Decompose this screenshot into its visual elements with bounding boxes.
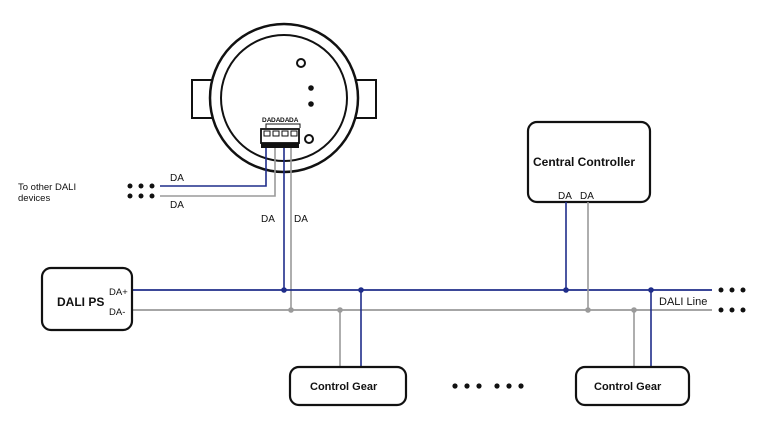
junction-gear1-plus (358, 287, 364, 293)
dali-ps-title: DALI PS (57, 295, 104, 309)
da-drop-left-label: DA (261, 214, 275, 225)
terminal-label: DA (262, 117, 272, 124)
terminal-label: DA (280, 117, 290, 124)
sensor-device: DA DA DA DA (191, 22, 377, 174)
dali-ps: DALI PS DA+ DA- (40, 266, 134, 332)
da-lower-label: DA (170, 200, 184, 211)
terminal-block: DA DA DA DA (260, 117, 301, 148)
da-upper-label: DA (170, 173, 184, 184)
continuation-dots-left (127, 183, 155, 199)
wire-da-lower (160, 148, 276, 197)
control-gear-1: Control Gear (288, 290, 408, 407)
wire-da-upper (160, 148, 267, 187)
continuation-dots-right (718, 287, 746, 313)
junction-sensor-minus (288, 307, 294, 313)
junction-gear2-minus (631, 307, 637, 313)
terminal-label: DA (289, 117, 299, 124)
sensor-screw-top (296, 58, 306, 68)
control-gear-2-title: Control Gear (594, 381, 662, 393)
to-other-label: To other DALI (18, 182, 76, 193)
control-gear-2: Control Gear (574, 290, 691, 407)
control-gear-2-box (574, 365, 691, 407)
junction-controller-minus (585, 307, 591, 313)
da-drop-right-label: DA (294, 214, 308, 225)
junctions (281, 287, 654, 313)
junction-sensor-plus (281, 287, 287, 293)
junction-gear2-plus (648, 287, 654, 293)
sensor-indicator-2 (308, 101, 314, 107)
sensor-screw-bottom (304, 134, 314, 144)
junction-controller-plus (563, 287, 569, 293)
sensor-wires (160, 148, 292, 310)
control-gear-1-title: Control Gear (310, 381, 378, 393)
junction-gear1-minus (337, 307, 343, 313)
central-controller: Central Controller DA DA (526, 120, 652, 310)
central-controller-da-right: DA (580, 191, 594, 202)
control-gear-1-box (288, 365, 408, 407)
dali-ps-da-plus: DA+ (109, 287, 128, 298)
dali-ps-box (40, 266, 134, 332)
sensor-indicator-1 (308, 85, 314, 91)
central-controller-box (526, 120, 652, 204)
terminal-label: DA (271, 117, 281, 124)
more-gear-dots (452, 383, 524, 389)
central-controller-title: Central Controller (533, 155, 635, 169)
dali-line-label: DALI Line (659, 296, 707, 308)
dali-ps-da-minus: DA- (109, 307, 125, 318)
devices-label: devices (18, 193, 50, 204)
central-controller-da-left: DA (558, 191, 572, 202)
